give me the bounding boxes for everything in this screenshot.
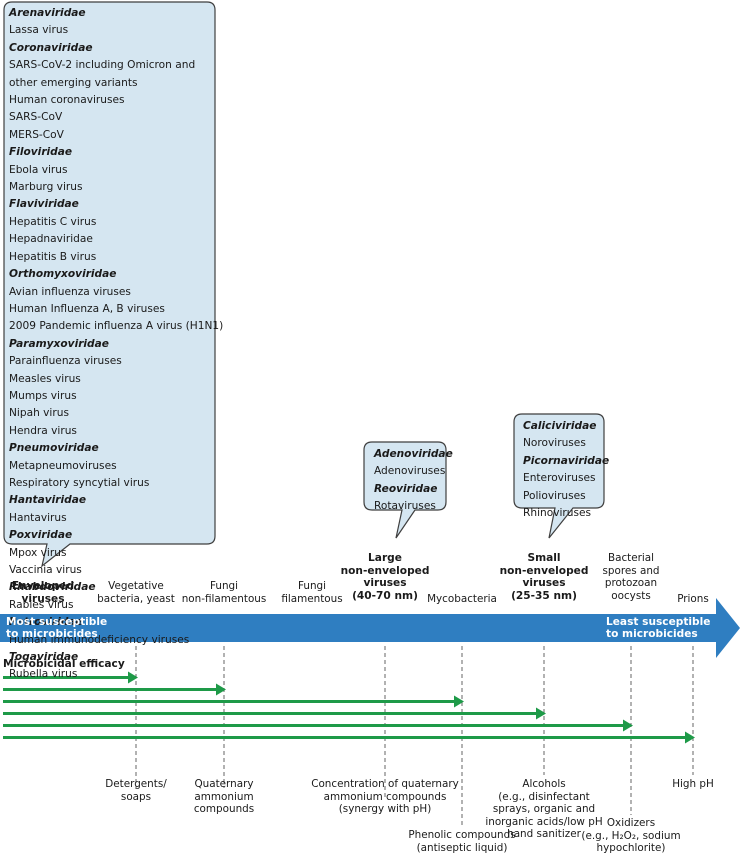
dashed-guide-lines xyxy=(135,646,694,826)
efficacy-arrowhead-quaternary xyxy=(216,683,226,696)
list-entry: Avian influenza viruses xyxy=(9,285,131,298)
list-entry: Hepadnaviridae xyxy=(9,233,93,246)
list-entry: Measles virus xyxy=(9,372,81,385)
organism-label-fungi-filamentous: Fungi filamentous xyxy=(281,580,343,605)
efficacy-arrows xyxy=(3,671,695,744)
list-entry: Paramyxoviridae xyxy=(9,337,109,350)
list-entry: Retroviridae xyxy=(9,616,83,629)
microbicidal-efficacy-title: Microbicidal efficacy xyxy=(3,658,125,670)
list-entry: Rubella virus xyxy=(9,668,78,681)
efficacy-arrow-alcohols xyxy=(3,712,539,715)
list-entry: Poxviridae xyxy=(9,529,73,542)
small-virus-list: Caliciviridae Noroviruses Picornaviridae… xyxy=(523,418,609,522)
list-entry: Adenoviridae xyxy=(374,448,453,460)
organism-label-mycobacteria: Mycobacteria xyxy=(427,593,497,605)
list-entry: Filoviridae xyxy=(9,146,73,159)
list-entry: Mumps virus xyxy=(9,389,77,402)
agent-label-quaternary: Quaternary ammonium compounds xyxy=(193,778,255,816)
efficacy-arrow-quaternary xyxy=(3,688,219,691)
list-entry: Enteroviruses xyxy=(523,472,596,485)
list-entry: Picornaviridae xyxy=(523,454,610,467)
organism-label-large-non-enveloped: Large non-enveloped viruses (40-70 nm) xyxy=(340,552,430,602)
list-entry: Noroviruses xyxy=(523,437,586,450)
efficacy-arrowhead-phenolic xyxy=(454,695,464,708)
list-entry: Lassa virus xyxy=(9,24,69,37)
list-entry: Metapneumoviruses xyxy=(9,459,117,472)
list-entry: Marburg virus xyxy=(9,181,83,194)
efficacy-arrow-detergents xyxy=(3,676,131,679)
list-entry: Coronaviridae xyxy=(9,41,93,54)
list-entry: Orthomyxoviridae xyxy=(9,268,117,281)
organism-label-bacterial-spores: Bacterial spores and protozoan oocysts xyxy=(602,552,660,602)
list-entry: Rhinoviruses xyxy=(523,507,592,520)
efficacy-arrowhead-oxidizers xyxy=(623,719,633,732)
organism-label-prions: Prions xyxy=(677,593,709,605)
enveloped-virus-list: Arenaviridae Lassa virus Coronaviridae S… xyxy=(9,5,223,684)
list-entry: Human Influenza A, B viruses xyxy=(9,302,165,315)
list-entry: Parainfluenza viruses xyxy=(9,355,122,368)
organism-label-fungi-non-filamentous: Fungi non-filamentous xyxy=(181,580,267,605)
list-entry: Polioviruses xyxy=(523,489,586,502)
efficacy-arrow-oxidizers xyxy=(3,724,626,727)
efficacy-arrow-high-ph xyxy=(3,736,688,739)
list-entry: Arenaviridae xyxy=(9,7,86,19)
list-entry: Mpox virus xyxy=(9,546,67,559)
efficacy-arrow-phenolic xyxy=(3,700,457,703)
list-entry: Flaviviridae xyxy=(9,198,79,211)
list-entry: Vaccinia virus xyxy=(9,564,82,576)
agent-label-alcohols: Alcohols (e.g., disinfectant sprays, org… xyxy=(485,778,603,841)
list-entry: Human coronaviruses xyxy=(9,94,125,107)
list-entry: Adenoviruses xyxy=(374,465,446,478)
list-entry: Hendra virus xyxy=(9,424,77,437)
list-entry: Reoviridae xyxy=(374,482,438,495)
enveloped-callout-box xyxy=(3,1,216,568)
list-entry: Hantaviridae xyxy=(9,494,87,507)
agent-label-oxidizers: Oxidizers (e.g., H₂O₂, sodium hypochlori… xyxy=(581,817,681,855)
list-entry: Human immunodeficiency viruses xyxy=(9,633,190,646)
list-entry: Rotaviruses xyxy=(374,500,436,513)
list-entry: Nipah virus xyxy=(9,407,69,420)
list-entry: Rhabdoviridae xyxy=(9,581,96,594)
large-virus-callout-box xyxy=(363,441,447,539)
organism-label-vegetative-bacteria: Vegetative bacteria, yeast xyxy=(97,580,175,605)
organism-label-small-non-enveloped: Small non-enveloped viruses (25-35 nm) xyxy=(499,552,589,602)
list-entry: other emerging variants xyxy=(9,76,138,89)
list-entry: Rabies virus xyxy=(9,598,74,611)
list-entry: Caliciviridae xyxy=(523,420,597,432)
list-entry: 2009 Pandemic influenza A virus (H1N1) xyxy=(9,320,224,333)
efficacy-arrowhead-alcohols xyxy=(536,707,546,720)
list-entry: Ebola virus xyxy=(9,163,68,176)
efficacy-arrowhead-detergents xyxy=(128,671,138,684)
list-entry: Respiratory syncytial virus xyxy=(9,476,150,489)
list-entry: MERS-CoV xyxy=(9,128,64,141)
scale-left-label: Most susceptible to microbicides xyxy=(6,616,108,641)
small-virus-callout-box xyxy=(513,413,605,539)
list-entry: SARS-CoV-2 including Omicron and xyxy=(9,59,196,72)
list-entry: SARS-CoV xyxy=(9,111,63,124)
efficacy-arrowhead-high-ph xyxy=(685,731,695,744)
susceptibility-scale-arrow xyxy=(0,598,740,658)
agent-label-phenolic: Phenolic compounds (antiseptic liquid) xyxy=(408,829,516,854)
agent-label-high-ph: High pH xyxy=(672,778,714,790)
large-virus-list: Adenoviridae Adenoviruses Reoviridae Rot… xyxy=(374,446,453,516)
list-entry: Hantavirus xyxy=(9,511,67,524)
scale-right-label: Least susceptible to microbicides xyxy=(606,616,711,641)
list-entry: Togaviridae xyxy=(9,651,79,664)
list-entry: Hepatitis C virus xyxy=(9,215,97,228)
agent-label-detergents: Detergents/ soaps xyxy=(105,778,167,803)
list-entry: Pneumoviridae xyxy=(9,442,99,455)
organism-label-enveloped-viruses: Enveloped viruses xyxy=(11,580,75,605)
list-entry: Hepatitis B virus xyxy=(9,250,97,263)
agent-label-concentration-quaternary: Concentration of quaternary ammonium com… xyxy=(311,778,459,816)
